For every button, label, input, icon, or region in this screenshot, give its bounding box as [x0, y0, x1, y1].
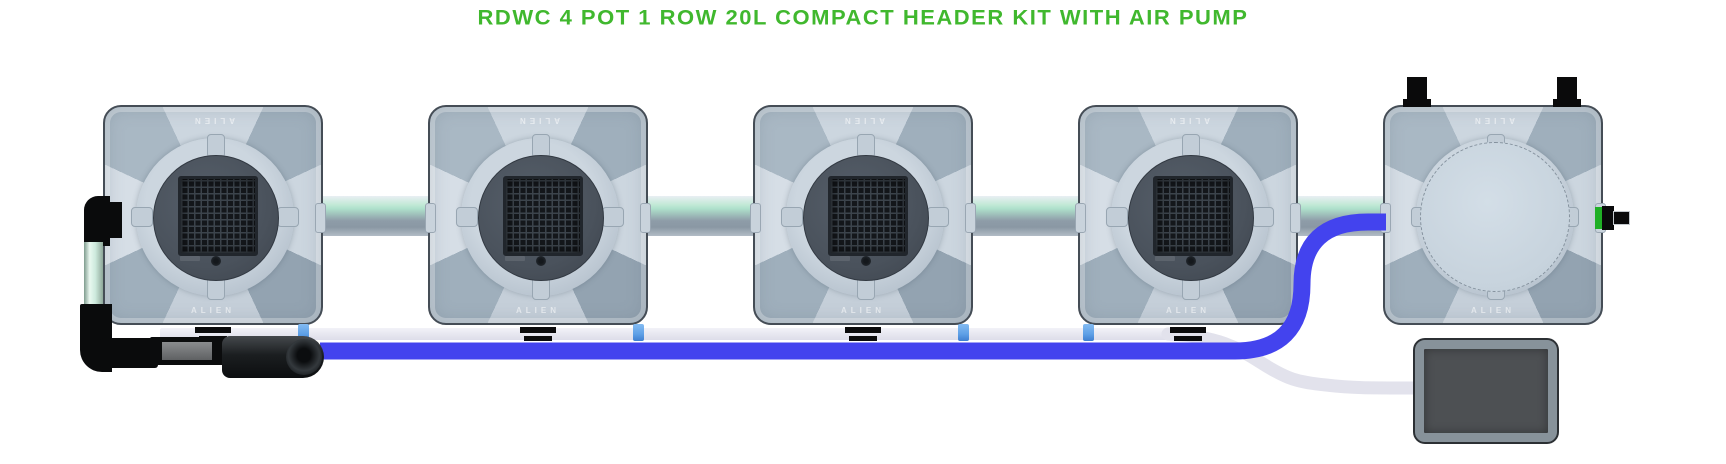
return-elbow-top-stub [100, 202, 122, 238]
grow-pot: ALIEN ALIEN [425, 105, 651, 325]
platform-tab [927, 207, 949, 227]
lid-hole [536, 256, 546, 266]
net-pot-mesh [1153, 176, 1233, 256]
pipe-clip [1083, 324, 1094, 341]
grow-pot: ALIEN ALIEN [100, 105, 326, 325]
grow-pot: ALIEN ALIEN [1075, 105, 1301, 325]
air-port [1403, 77, 1431, 107]
drain-valve-body [1602, 206, 1614, 230]
net-pot-lid [803, 155, 929, 281]
pipe-port-left [425, 203, 436, 233]
net-pot-lid [1128, 155, 1254, 281]
pipe-port-right [1290, 203, 1301, 233]
brand-text-top: ALIEN [1166, 116, 1210, 125]
brand-text-top: ALIEN [841, 116, 885, 125]
net-pot-mesh [178, 176, 258, 256]
lid-hole [211, 256, 221, 266]
pipe-clip [298, 324, 309, 341]
lid-print [1155, 256, 1175, 261]
platform-tab [277, 207, 299, 227]
air-port [1553, 77, 1581, 107]
platform-tab [131, 207, 153, 227]
pot-air-fitting [849, 336, 877, 341]
pot-air-fitting [845, 327, 881, 333]
pipe-port-left [750, 203, 761, 233]
brand-text-top: ALIEN [191, 116, 235, 125]
pipe-port-right [965, 203, 976, 233]
net-pot-lid [478, 155, 604, 281]
net-pot-mesh [503, 176, 583, 256]
platform-tab [781, 207, 803, 227]
pipe-port-right [640, 203, 651, 233]
brand-text-bottom: ALIEN [1471, 306, 1515, 315]
net-pot-mesh [828, 176, 908, 256]
drain-valve-green-fitting [1595, 207, 1602, 229]
brand-text-bottom: ALIEN [841, 306, 885, 315]
drain-valve [1595, 206, 1629, 230]
product-title: RDWC 4 POT 1 ROW 20L COMPACT HEADER KIT … [477, 5, 1249, 30]
pipe-port-right [315, 203, 326, 233]
air-pump [1415, 340, 1557, 442]
pot-air-fitting [524, 336, 552, 341]
inline-valve-handle [162, 342, 212, 360]
drain-valve-tap [1614, 212, 1629, 224]
brand-text-top: ALIEN [1471, 116, 1515, 125]
return-pipe [84, 242, 103, 308]
platform-tab [602, 207, 624, 227]
lid-print [505, 256, 525, 261]
return-elbow-bottom-stub [100, 338, 158, 368]
water-pump-face [286, 339, 322, 375]
brand-text-bottom: ALIEN [191, 306, 235, 315]
platform-tab [1252, 207, 1274, 227]
pipe-clip [958, 324, 969, 341]
brand-text-bottom: ALIEN [516, 306, 560, 315]
grow-pot: ALIEN ALIEN [750, 105, 976, 325]
lid-hole [861, 256, 871, 266]
pipe-port-left [1075, 203, 1086, 233]
platform-tab [1106, 207, 1128, 227]
header-tank-lid [1420, 142, 1570, 292]
pot-air-fitting [195, 327, 231, 333]
lid-hole [1186, 256, 1196, 266]
pot-air-fitting [1174, 336, 1202, 341]
pipe-port-left [1380, 203, 1391, 233]
pot-air-fitting [1170, 327, 1206, 333]
lid-print [830, 256, 850, 261]
net-pot-lid [153, 155, 279, 281]
header-tank: ALIEN ALIEN [1380, 77, 1629, 325]
brand-text-top: ALIEN [516, 116, 560, 125]
brand-text-bottom: ALIEN [1166, 306, 1210, 315]
pipe-clip [633, 324, 644, 341]
lid-print [180, 256, 200, 261]
platform-tab [456, 207, 478, 227]
pot-air-fitting [520, 327, 556, 333]
